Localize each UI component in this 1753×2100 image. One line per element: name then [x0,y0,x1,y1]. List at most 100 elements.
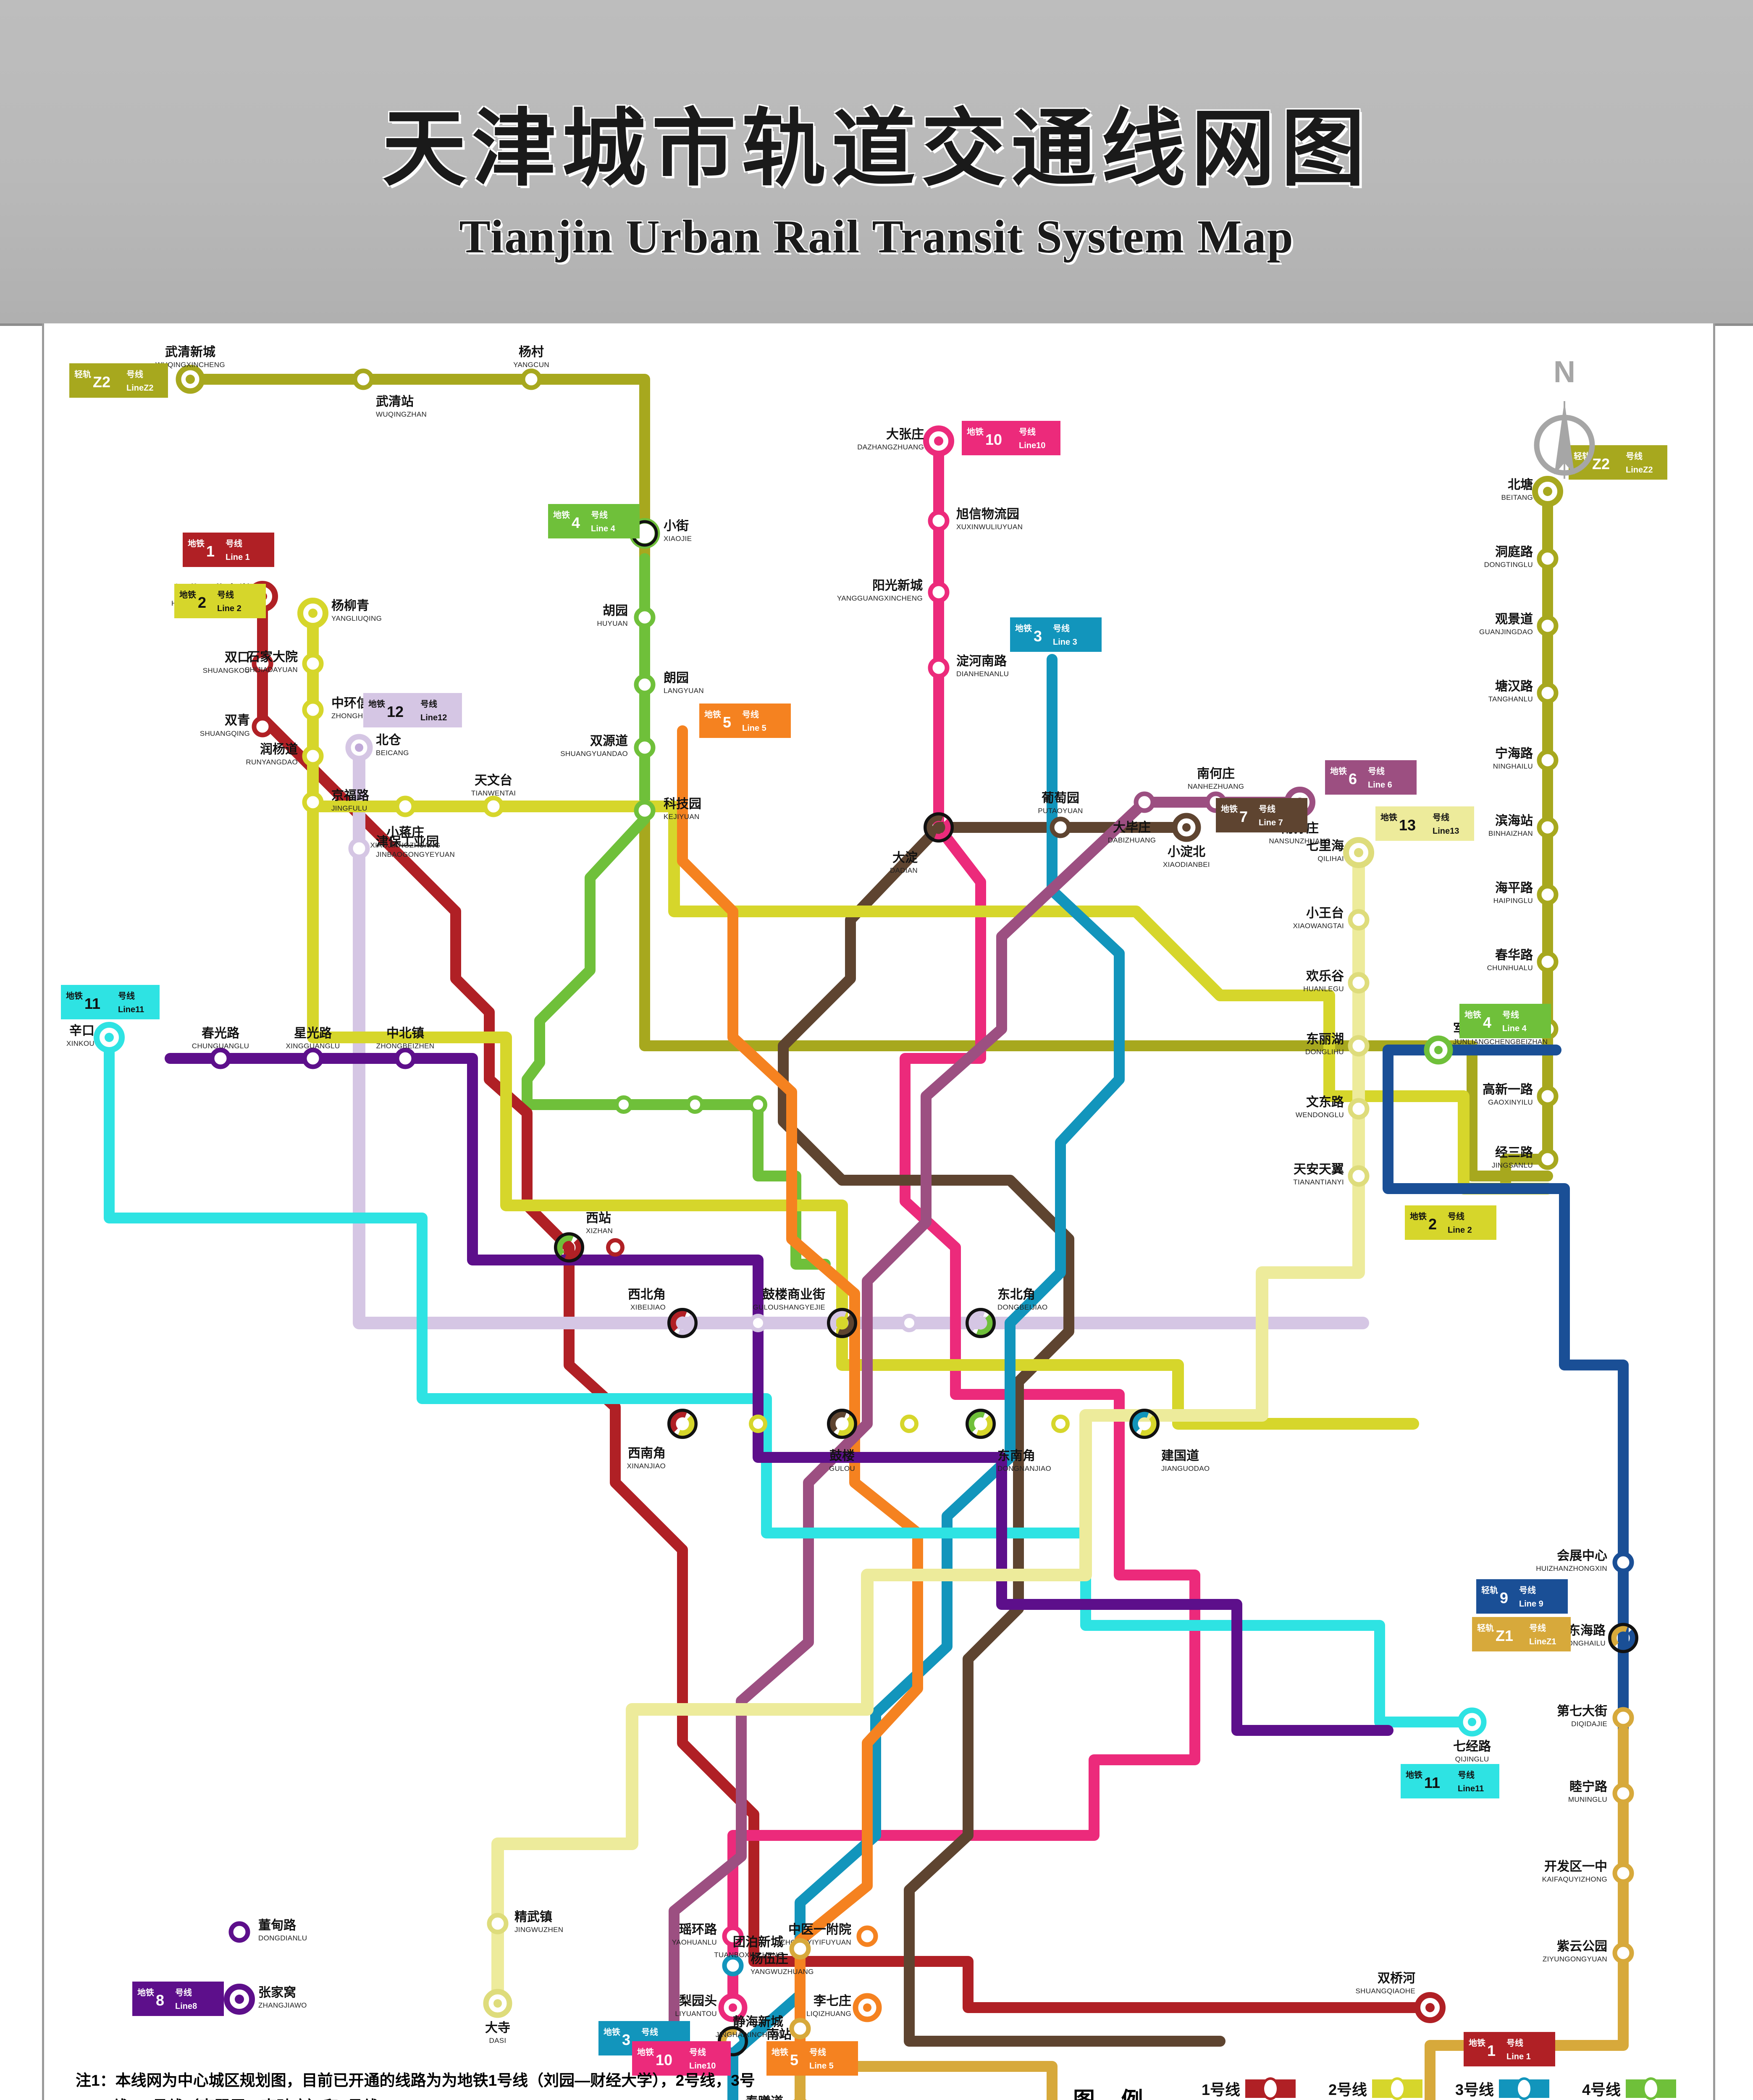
line-badge-3-north[interactable]: 地铁 3 号线 Line 3 [1010,617,1102,652]
badge-num: 13 [1399,816,1416,834]
line-badge-12[interactable]: 地铁 12 号线 Line12 [363,693,462,727]
badge-num: 4 [572,514,580,531]
line-badge-1[interactable]: 地铁 1 号线 Line 1 [183,533,274,567]
station-label-en: HAIPINGLU [1493,897,1533,905]
line-Z2-east-path [1500,486,1553,1190]
line-5-path [677,725,923,2051]
badge-cn-top: 地铁 [66,991,83,1001]
station-label-en: XINGGUANGLU [286,1042,340,1050]
station-label-en: YANGGUANGXINCHENG [837,594,923,602]
line-badge-1-br[interactable]: 地铁 1 号线 Line 1 [1464,2032,1555,2066]
station-label-en: SHUANGQIAOHE [1356,1987,1415,1995]
line-badge-5[interactable]: 地铁 5 号线 Line 5 [766,2041,858,2076]
legend-item-2[interactable]: 2号线 [1313,2077,1440,2100]
line-badge-10[interactable]: 地铁 10 号线 Line10 [962,421,1060,455]
line-badge-7[interactable]: 地铁 7 号线 Line 7 [1216,798,1307,832]
line-badge-Z2[interactable]: 轻轨 Z2 号线 LineZ2 [69,363,168,398]
station-label-en: TANGHANLU [1488,695,1533,703]
line-badge-8[interactable]: 地铁 8 号线 Line8 [132,1982,224,2016]
station-label-en: XIBEIJIAO [630,1303,666,1311]
legend-item-3[interactable]: 3号线 [1440,2077,1567,2100]
badge-en: Line 5 [742,724,766,733]
rail-network-diagram[interactable]: 武清新城 WUQINGXINCHENG 武清站 WUQINGZHAN 杨村 YA… [44,323,1713,2100]
line-badge-10-bottom[interactable]: 地铁 10 号线 Line10 [632,2041,731,2076]
badge-en: Line 2 [217,604,241,613]
badge-cn-top: 轻轨 [1481,1585,1498,1595]
line-badge-11[interactable]: 地铁 11 号线 Line11 [61,985,160,1019]
station-label-en: KEJIYUAN [664,813,700,821]
line-badge-5-north[interactable]: 地铁 5 号线 Line 5 [699,704,791,738]
station-label-cn: 塘汉路 [1495,679,1533,693]
station-label-en: TIANWENTAI [471,789,516,797]
station-nodes[interactable]: 武清新城 WUQINGXINCHENG 武清站 WUQINGZHAN 杨村 YA… [66,345,1638,2100]
line-10-path [727,436,1200,2013]
station-label-cn: 东海路 [1568,1623,1606,1638]
line-badge-9[interactable]: 轻轨 9 号线 Line 9 [1476,1579,1568,1614]
badge-en: Line12 [420,713,447,722]
station-label-en: DONGLIHU [1305,1048,1344,1056]
line-badge-4[interactable]: 地铁 4 号线 Line 4 [548,504,640,538]
page-title-cn: 天津城市轨道交通线网图 [382,102,1371,196]
station-label-en: CHUNGUANGLU [192,1042,249,1050]
line-badge-2-west[interactable]: 地铁 2 号线 Line 2 [174,584,266,618]
badge-num: Z1 [1496,1627,1513,1644]
line-badges[interactable]: 轻轨 Z2 号线 LineZ2 地铁 1 号线 Line 1 地铁 [61,363,1697,2100]
line-badge-13[interactable]: 地铁 13 号线 Line13 [1375,806,1474,841]
line-badge-11-east[interactable]: 地铁 11 号线 Line11 [1401,1764,1499,1798]
station-label-en: DONGNANJIAO [997,1465,1051,1473]
badge-cn-top: 地铁 [179,590,196,600]
station-label-cn: 朗园 [664,671,689,685]
badge-num: 5 [790,2051,798,2068]
badge-num: 7 [1239,808,1248,825]
station-label-cn: 东丽湖 [1306,1032,1344,1046]
badge-cn-bottom: 号线 [226,538,242,549]
station-label-cn: 大寺 [485,2021,510,2035]
legend-item-4[interactable]: 4号线 [1567,2077,1694,2100]
badge-cn-bottom: 号线 [1626,451,1643,461]
station-label-en: NANSUNZHUANG [1269,837,1330,845]
station-label-cn: 紫云公园 [1557,1940,1607,1953]
legend-item-1[interactable]: 1号线 [1186,2077,1313,2100]
station-label-cn: 双口 [225,651,250,664]
badge-cn-top: 地铁 [188,538,205,549]
badge-en: Line 4 [591,524,616,533]
station-label-cn: 西南角 [628,1446,666,1460]
line-badge-2-east[interactable]: 地铁 2 号线 Line 2 [1405,1205,1496,1240]
interchange-cluster-center[interactable]: 西站 XIZHAN 西北角 XIBEIJIAO 鼓楼商业街 GULOUSHANG… [554,1211,1210,1473]
legend-swatch [1372,2077,1422,2100]
station-label-en: JUNLIANGCHENGBEIZHAN [1453,1038,1548,1046]
line-badge-6[interactable]: 地铁 6 号线 Line 6 [1325,760,1417,795]
badge-num: 1 [1487,2042,1496,2059]
station-label-cn: 李七庄 [814,1994,851,2008]
station-label-cn: 小街 [664,519,689,533]
badge-cn-top: 地铁 [967,427,984,437]
station-label-cn: 小蒋庄 [386,825,424,840]
station-label-cn: 科技园 [664,797,701,811]
station-label-en: YANGCUN [513,361,549,369]
badge-cn-bottom: 号线 [1506,2038,1523,2048]
station-label-en: JINGWUZHEN [514,1926,563,1934]
note-text: 线，6号线（南翠屏—南孙庄）和9号线。 [113,2098,394,2100]
station-label-cn: 东北角 [997,1287,1035,1302]
station-label-cn: 双青 [225,714,250,727]
station-label-cn: 梨园头 [679,1994,717,2008]
station-label-cn: 大张庄 [886,427,924,441]
station-label-cn: 天安天翼 [1294,1163,1344,1176]
map-header: 天津城市轨道交通线网图 Tianjin Urban Rail Transit S… [0,0,1753,326]
line-badge-4-east[interactable]: 地铁 4 号线 Line 4 [1459,1004,1551,1038]
badge-num: 11 [84,995,100,1012]
station-label-cn: 西站 [586,1211,611,1225]
legend-label: 3号线 [1455,2081,1494,2098]
badge-en: Line 3 [1053,638,1077,647]
badge-en: LineZ2 [1626,465,1653,475]
station-label-en: JINGHAIXINCHENG [716,2031,783,2039]
line-badge-Z2-right[interactable] [1598,483,1697,517]
station-label-en: NINGHAILU [1493,762,1533,770]
station-label-cn: 旭信物流园 [956,507,1019,521]
line-badge-Z1-east[interactable]: 轻轨 Z1 号线 LineZ1 [1472,1617,1571,1651]
station-label-cn: 洞庭路 [1495,545,1533,559]
badge-cn-bottom: 号线 [689,2047,706,2057]
badge-en: Line11 [1458,1784,1484,1793]
legend-swatch [1245,2077,1296,2100]
map-canvas[interactable]: 武清新城 WUQINGXINCHENG 武清站 WUQINGZHAN 杨村 YA… [42,323,1715,2100]
